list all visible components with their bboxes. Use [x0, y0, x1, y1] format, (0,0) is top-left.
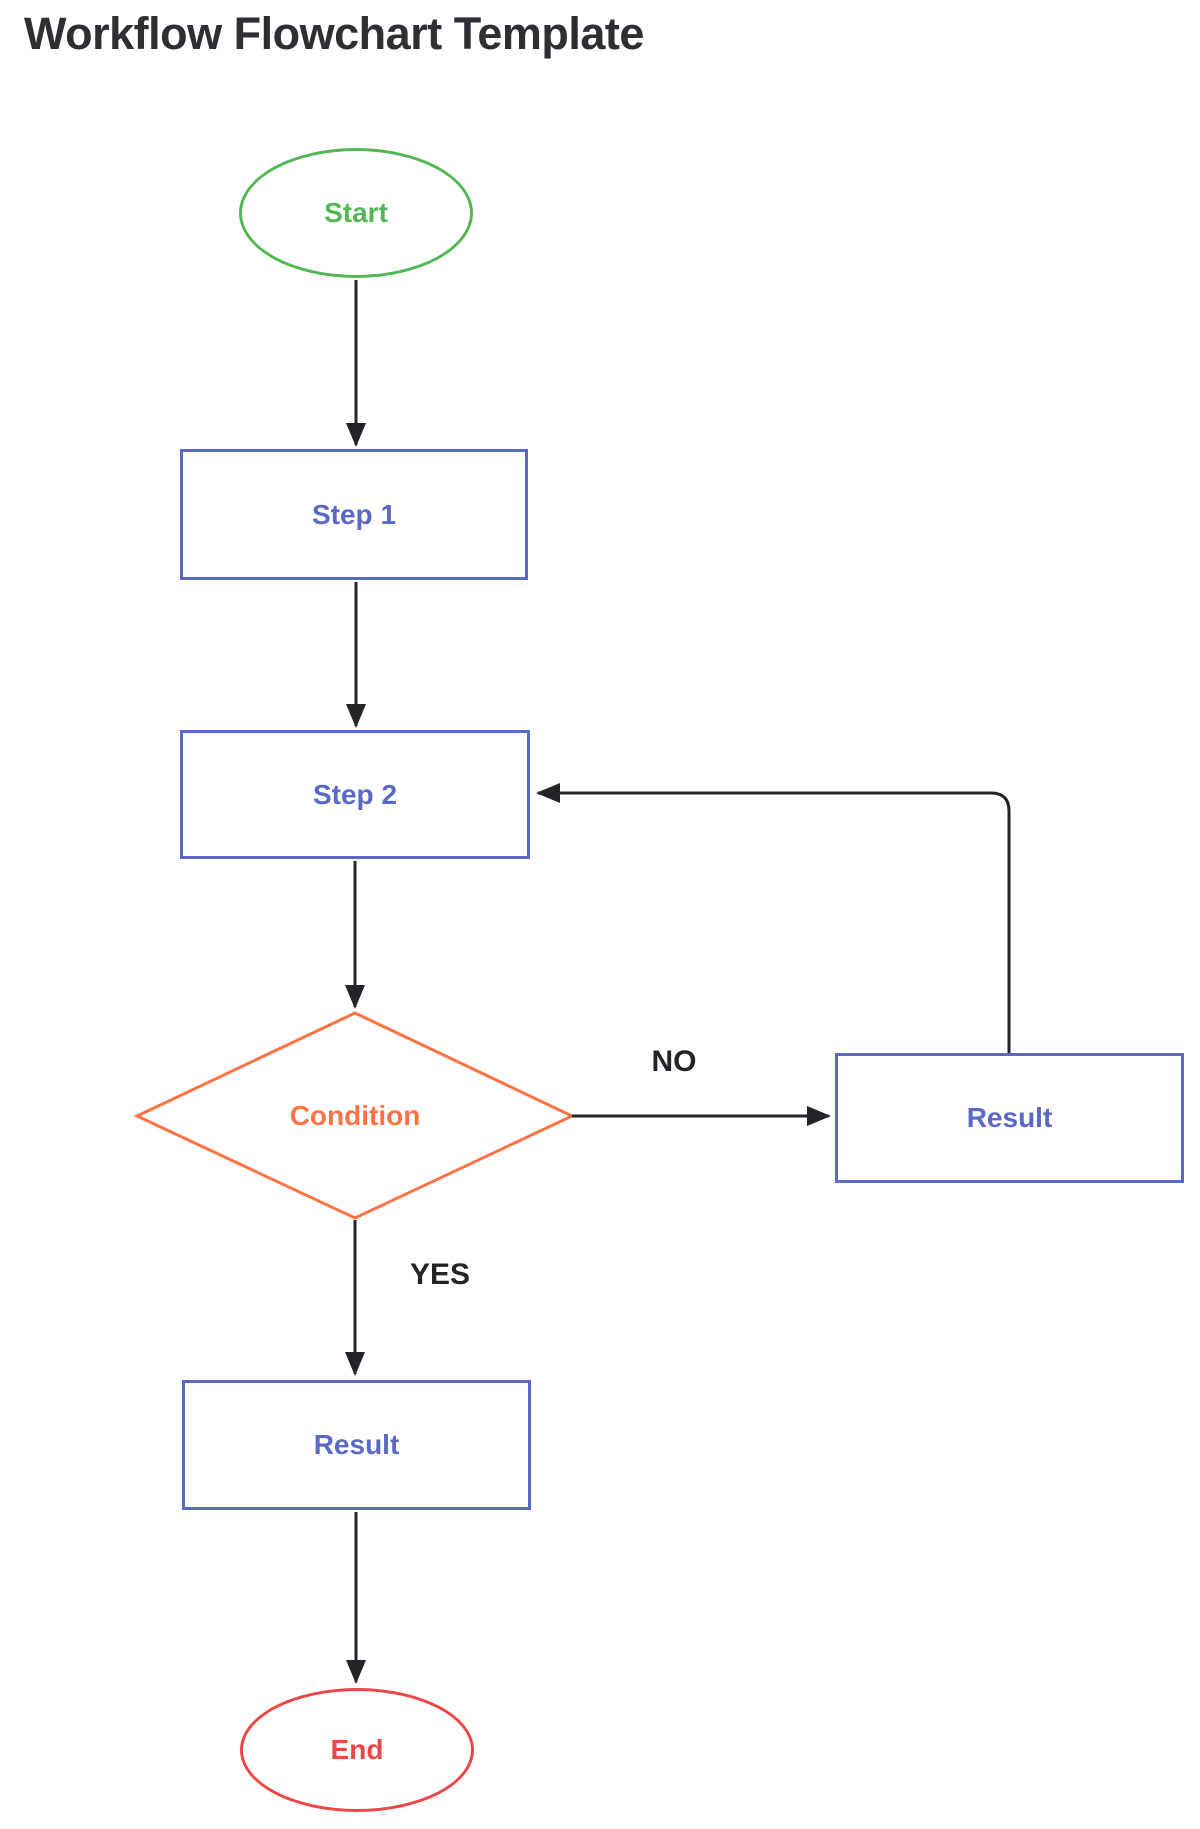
node-end-label: End — [330, 1734, 384, 1765]
edge-result-loop-to-step2 — [536, 783, 1011, 1053]
node-condition-label-wrap: Condition — [137, 1013, 573, 1219]
page-title: Workflow Flowchart Template — [24, 8, 644, 59]
node-start-label: Start — [324, 197, 388, 228]
node-step1-label: Step 1 — [311, 498, 397, 530]
node-step2-label: Step 2 — [312, 778, 398, 810]
node-result-yes-label: Result — [313, 1429, 400, 1460]
edge-label-no: NO — [651, 1045, 697, 1078]
node-end: End — [240, 1688, 474, 1812]
node-result-yes-branch: Result — [182, 1380, 531, 1510]
node-result-no-label: Result — [966, 1102, 1053, 1133]
node-result-no-branch: Result — [835, 1053, 1184, 1183]
node-step2: Step 2 — [180, 730, 530, 859]
node-start: Start — [239, 148, 473, 278]
node-condition-label: Condition — [289, 1100, 421, 1131]
edge-label-yes: YES — [409, 1258, 471, 1291]
condition-diamond-shape — [133, 1011, 576, 1220]
node-step1: Step 1 — [180, 449, 528, 580]
